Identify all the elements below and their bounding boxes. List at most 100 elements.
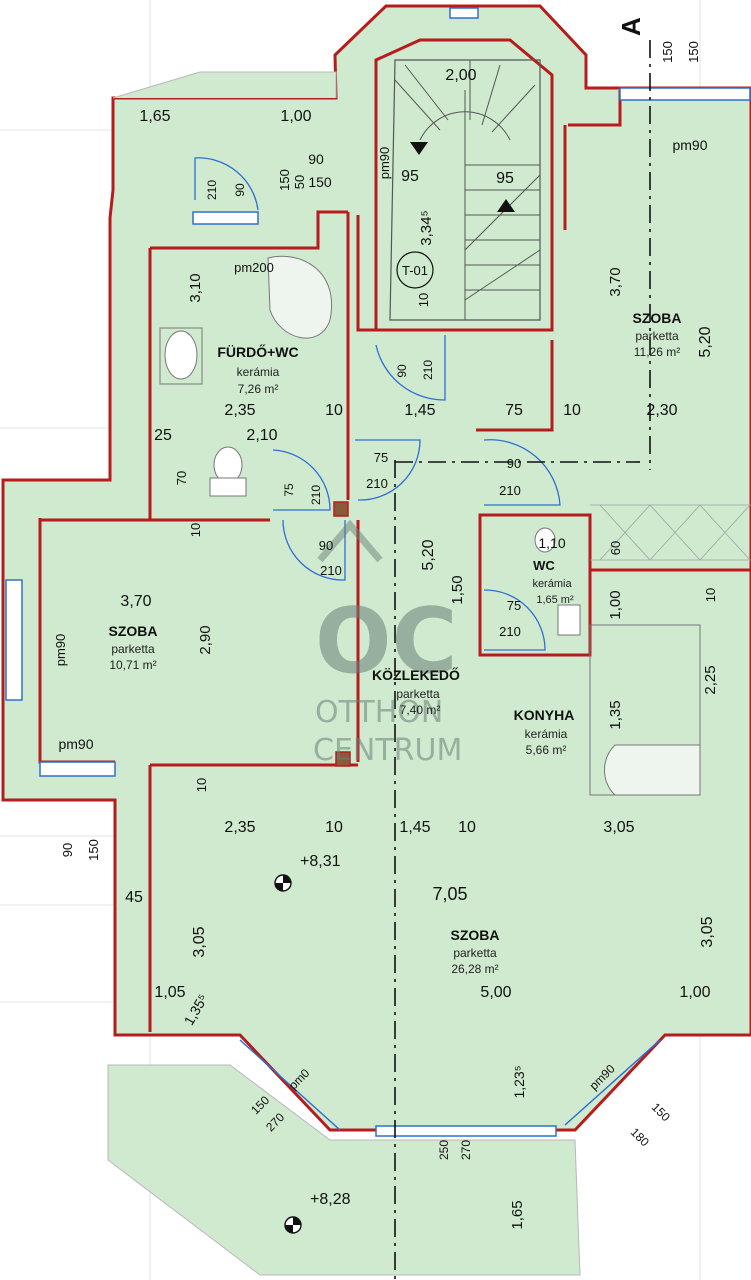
dimension-label: 5,00 xyxy=(480,984,511,1001)
dimension-label: 90 xyxy=(60,843,75,857)
dimension-label: 3,05 xyxy=(699,916,716,947)
room-name: SZOBA xyxy=(109,623,158,639)
fixtures xyxy=(159,255,701,796)
dimension-label: 10 xyxy=(416,293,431,307)
dimension-label: 10 xyxy=(194,778,209,792)
dimension-label: 5,20 xyxy=(697,326,714,357)
dimension-label: 1,45 xyxy=(399,819,430,836)
room-area: 10,71 m² xyxy=(109,658,156,672)
stair-arrow-right xyxy=(497,199,515,212)
stair-run-b: 95 xyxy=(496,170,514,187)
room-area: 7,26 m² xyxy=(238,382,279,396)
room-name: KONYHA xyxy=(514,707,575,723)
dimension-label: 3,10 xyxy=(187,273,204,302)
dimension-label: 150 xyxy=(686,41,701,63)
dimension-label: 1,65 xyxy=(509,1200,526,1229)
room-floor: kerámia xyxy=(525,727,568,741)
floor-area xyxy=(1,4,751,1132)
dimension-label: 1,00 xyxy=(280,108,311,125)
dimension-label: 210 xyxy=(499,624,521,639)
watermark-line2: CENTRUM xyxy=(313,733,462,768)
stair-tag: T-01 xyxy=(402,263,428,278)
dimension-label: 25 xyxy=(154,427,172,444)
stair-arrow-left xyxy=(410,142,428,155)
column-marker xyxy=(333,501,349,517)
dimension-label: 2,10 xyxy=(246,427,277,444)
room-name: WC xyxy=(533,558,555,573)
dimension-label: 150 xyxy=(308,174,332,190)
dimension-label: pm90 xyxy=(377,147,392,180)
column-marker xyxy=(335,751,351,767)
hatch-band xyxy=(590,504,751,561)
dimension-label: 90 xyxy=(395,364,409,378)
dimension-label: 75 xyxy=(374,450,388,465)
room-kitchen: KONYHA kerámia 5,66 m² xyxy=(514,707,575,757)
level-marker-upper xyxy=(274,874,292,892)
dimension-label: 210 xyxy=(320,563,342,578)
doors xyxy=(194,157,561,651)
section-mark: A xyxy=(616,17,646,36)
dimension-label: 75 xyxy=(507,598,521,613)
dimension-label: 45 xyxy=(125,889,143,906)
room-floor: parketta xyxy=(635,329,679,343)
dimension-label: pm200 xyxy=(234,260,274,275)
dimension-label: 3,70 xyxy=(607,267,624,296)
dimension-label: 10 xyxy=(188,523,203,537)
room-area: 7,40 m² xyxy=(400,703,441,717)
dimension-label: 2,90 xyxy=(197,625,214,654)
dimension-label: 150 xyxy=(86,839,101,861)
dimension-label: 1,10 xyxy=(538,535,565,551)
room-left: SZOBA parketta 10,71 m² xyxy=(109,623,158,672)
level-upper: +8,31 xyxy=(300,853,341,870)
dimension-label: 150 xyxy=(660,41,675,63)
dimension-label: 1,50 xyxy=(449,575,466,604)
room-big: SZOBA parketta 26,28 m² xyxy=(451,927,500,976)
dimension-label: 50 xyxy=(292,175,307,189)
dimension-label: 270 xyxy=(459,1140,473,1160)
dimension-label: 90 xyxy=(319,538,333,553)
watermark-logo-text: OC xyxy=(315,589,458,694)
dimension-label: 1,35 xyxy=(607,700,624,729)
dimension-label: 2,25 xyxy=(702,665,719,694)
room-top-right: SZOBA parketta 11,26 m² xyxy=(633,310,682,359)
dimension-label: 150 xyxy=(277,169,292,191)
dimension-label: 7,05 xyxy=(432,884,467,904)
room-area: 11,26 m² xyxy=(634,345,680,359)
dimension-label: 2,30 xyxy=(646,402,677,419)
room-wc: WC kerámia 1,65 m² xyxy=(532,558,574,606)
dimension-label: 1,00 xyxy=(679,984,710,1001)
dimension-label: 210 xyxy=(366,476,388,491)
stair-height: 3,34⁵ xyxy=(418,210,435,245)
dimension-label: 210 xyxy=(309,485,323,505)
dimension-label: 210 xyxy=(499,483,521,498)
dimension-label: 3,05 xyxy=(603,819,634,836)
room-name: SZOBA xyxy=(451,927,500,943)
interior-walls xyxy=(38,38,751,1032)
dimension-label: 3,70 xyxy=(120,593,151,610)
dimension-label: 90 xyxy=(507,456,521,471)
stair-width: 2,00 xyxy=(445,67,476,84)
room-name: KÖZLEKEDŐ xyxy=(372,666,460,683)
dimension-label: 2,35 xyxy=(224,402,255,419)
stair-run-a: 95 xyxy=(401,168,419,185)
dimension-label: 90 xyxy=(233,183,247,197)
room-floor: parketta xyxy=(453,946,497,960)
dimension-label: 60 xyxy=(608,541,623,555)
balcony-top-left xyxy=(112,71,337,99)
room-area: 26,28 m² xyxy=(451,962,498,976)
room-corridor: KÖZLEKEDŐ parketta 7,40 m² xyxy=(372,666,460,717)
room-floor: kerámia xyxy=(532,578,572,590)
axis-lines xyxy=(394,40,651,1280)
dimension-label: 2,35 xyxy=(224,819,255,836)
dimension-label: 210 xyxy=(205,180,219,200)
dimension-label: 10 xyxy=(325,819,343,836)
level-marker-lower xyxy=(284,1216,302,1234)
dimension-label: 90 xyxy=(308,151,324,167)
staircase xyxy=(389,59,541,321)
watermark-logo: OC OTTHON CENTRUM xyxy=(313,519,462,768)
dimension-label: 1,45 xyxy=(404,402,435,419)
terrace-bottom xyxy=(107,1064,581,1276)
dimension-label: 1,00 xyxy=(607,590,624,619)
dimension-label: 250 xyxy=(437,1140,451,1160)
dimension-label: 1,05 xyxy=(154,984,185,1001)
